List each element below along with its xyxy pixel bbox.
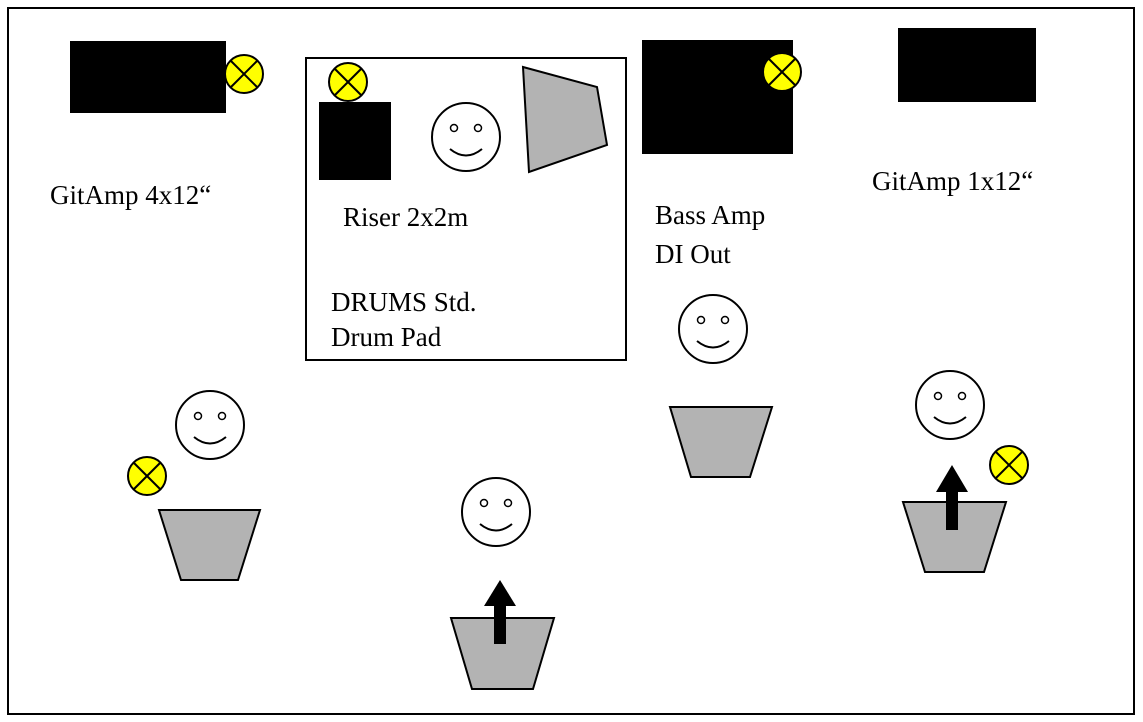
monitor-wedge-icon-right bbox=[901, 501, 1008, 573]
gitamp-4x12-cabinet bbox=[70, 41, 226, 113]
drums-label-line2: Drum Pad bbox=[331, 322, 442, 352]
drum-monitor-icon bbox=[521, 65, 609, 174]
power-outlet-icon-guitar-right bbox=[989, 445, 1029, 485]
gitamp-4x12-label: GitAmp 4x12“ bbox=[50, 180, 212, 210]
bass-amp-label-line1: Bass Amp bbox=[655, 200, 766, 230]
drum-pad bbox=[319, 102, 391, 180]
smiley-face-icon-bassist bbox=[678, 294, 748, 364]
power-outlet-icon-bass bbox=[762, 52, 802, 92]
smiley-face-icon-vocal-center bbox=[461, 477, 531, 547]
power-outlet-icon-drums bbox=[328, 62, 368, 102]
monitor-wedge-icon-left bbox=[157, 509, 262, 581]
gitamp-1x12-cabinet bbox=[898, 28, 1036, 102]
vocal-mic-arrow-icon-center bbox=[484, 580, 516, 644]
smiley-face-icon-guitar-right bbox=[915, 370, 985, 440]
stage-plot-frame bbox=[7, 7, 1135, 715]
gitamp-1x12-label: GitAmp 1x12“ bbox=[872, 166, 1034, 196]
smiley-face-icon-guitar-left bbox=[175, 390, 245, 460]
power-outlet-icon-gitamp-4x12 bbox=[224, 54, 264, 94]
monitor-wedge-icon-bass bbox=[668, 406, 774, 478]
monitor-wedge-icon-center bbox=[449, 617, 556, 690]
bass-amp-label-line2: DI Out bbox=[655, 239, 731, 269]
drums-label-line1: DRUMS Std. bbox=[331, 287, 477, 317]
smiley-face-icon-drummer bbox=[431, 102, 501, 172]
power-outlet-icon-guitar-left bbox=[127, 456, 167, 496]
riser-label: Riser 2x2m bbox=[343, 202, 469, 232]
vocal-mic-arrow-icon-right bbox=[936, 465, 968, 530]
drum-riser bbox=[305, 57, 627, 361]
